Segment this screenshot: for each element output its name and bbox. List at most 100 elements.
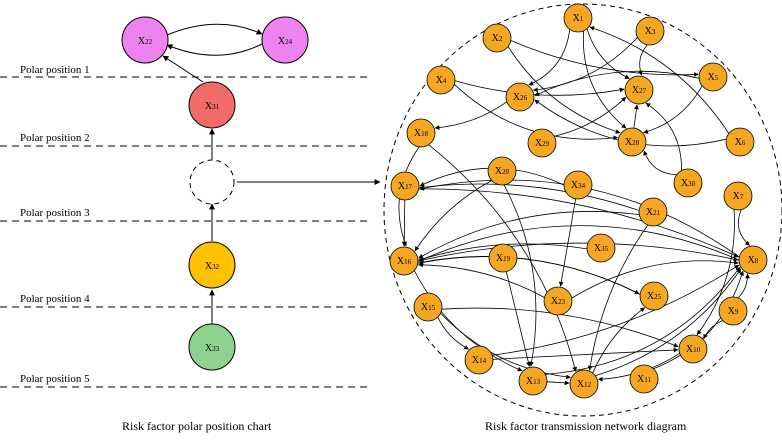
node-x31: X31	[188, 81, 236, 129]
edge-x31-x22	[162, 55, 204, 83]
edge-x13-x12	[546, 380, 570, 386]
node-x32: X32	[188, 241, 236, 289]
svg-text:X19: X19	[496, 253, 511, 264]
edge-x23-x16	[418, 262, 545, 298]
edge-x23-x8	[571, 260, 739, 299]
svg-text:X8: X8	[748, 255, 759, 266]
edge-x19-x13	[505, 271, 531, 367]
edge-x17-x16	[401, 199, 407, 247]
edge-x4-x28	[454, 84, 619, 141]
node-x33: X33	[188, 323, 236, 371]
node-x6: X6	[725, 127, 755, 157]
svg-text:X31: X31	[205, 101, 220, 112]
node-x19: X19	[488, 243, 518, 273]
edge-x34-x23	[558, 198, 576, 287]
edge-x16-x13	[413, 270, 523, 372]
edge-x1-x26	[528, 29, 571, 86]
edge-x14-x8	[492, 264, 740, 356]
node-x34: X34	[563, 170, 593, 200]
svg-text:X32: X32	[205, 261, 220, 272]
svg-text:X15: X15	[421, 302, 436, 313]
edge-x7-x10	[696, 209, 735, 335]
node-x10: X10	[678, 334, 708, 364]
edge-x16-x25	[417, 256, 640, 295]
node-x15: X15	[413, 292, 443, 322]
level-label-3: Polar position 3	[20, 207, 90, 219]
edge-x30-x28	[643, 150, 677, 176]
node-x35: X35	[586, 233, 616, 263]
edge-x3-x27	[637, 44, 648, 76]
node-x28: X28	[617, 127, 647, 157]
edge-x16-x8	[417, 242, 739, 262]
level-label-2: Polar position 2	[20, 132, 90, 144]
edge-x7-x8	[737, 209, 750, 246]
svg-text:X20: X20	[495, 166, 510, 177]
node-x27: X27	[624, 75, 654, 105]
node-x16: X16	[389, 246, 419, 276]
edge-x1-x27	[586, 28, 630, 79]
node-x21: X21	[638, 197, 668, 227]
edge-x26-x18	[434, 101, 508, 130]
svg-text:X3: X3	[645, 26, 656, 37]
edge-x15-x14	[437, 316, 470, 350]
node-x11: X11	[629, 364, 659, 394]
edge-x6-x1	[589, 26, 730, 134]
svg-text:X2: X2	[492, 33, 503, 44]
network-boundary	[383, 3, 782, 417]
svg-text:X28: X28	[625, 137, 640, 148]
edge-x21-x17	[419, 183, 640, 211]
svg-text:X13: X13	[526, 376, 541, 387]
svg-text:X17: X17	[398, 181, 413, 192]
node-x26: X26	[505, 82, 535, 112]
svg-text:X35: X35	[594, 243, 609, 254]
edge-x12-x25	[592, 307, 646, 374]
edge-x5-x26	[534, 70, 700, 96]
svg-text:X9: X9	[728, 306, 739, 317]
svg-text:X7: X7	[733, 191, 744, 202]
edge-x3-x26	[532, 37, 638, 93]
svg-text:X21: X21	[646, 207, 661, 218]
edge-x17-x8	[418, 188, 739, 258]
node-x12: X12	[569, 369, 599, 399]
edge-x1-x28	[582, 30, 627, 129]
edge-x11-x8	[653, 270, 744, 370]
edge-x30-x27	[645, 102, 682, 171]
node-x2: X2	[482, 23, 512, 53]
svg-text:X30: X30	[681, 178, 696, 189]
svg-text:X22: X22	[138, 36, 153, 47]
node-x30: X30	[673, 168, 703, 198]
svg-text:X18: X18	[414, 128, 429, 139]
edge-x8-x16	[418, 225, 740, 262]
left-caption: Risk factor polar position chart	[122, 419, 272, 433]
node-x8: X8	[738, 245, 768, 275]
svg-text:X14: X14	[472, 355, 487, 366]
level-label-1: Polar position 1	[20, 64, 90, 76]
collapsed-node	[189, 159, 235, 205]
svg-text:X6: X6	[735, 137, 746, 148]
node-x1: X1	[563, 3, 593, 33]
edge-x28-x27	[633, 104, 639, 129]
right-caption: Risk factor transmission network diagram	[485, 419, 687, 433]
svg-text:X5: X5	[708, 72, 719, 83]
edge-x15-x12	[440, 312, 571, 380]
node-x9: X9	[718, 296, 748, 326]
edge-x5-x28	[643, 85, 703, 134]
svg-text:X23: X23	[551, 296, 566, 307]
node-x20: X20	[487, 156, 517, 186]
level-label-4: Polar position 4	[20, 293, 90, 305]
svg-text:X34: X34	[571, 180, 586, 191]
svg-text:X12: X12	[577, 379, 592, 390]
node-x14: X14	[464, 345, 494, 375]
edge-x18-x12	[428, 144, 578, 372]
svg-text:X26: X26	[513, 92, 528, 103]
node-x23: X23	[543, 286, 573, 316]
edge-x2-x5	[510, 40, 699, 77]
edge-x9-x10	[703, 320, 724, 340]
edge-x21-x12	[587, 224, 649, 371]
level-label-5: Polar position 5	[20, 373, 90, 385]
svg-text:X4: X4	[436, 75, 447, 86]
node-x3: X3	[635, 16, 665, 46]
svg-text:X1: X1	[573, 13, 584, 24]
edge-x22-x24-top	[166, 23, 263, 36]
